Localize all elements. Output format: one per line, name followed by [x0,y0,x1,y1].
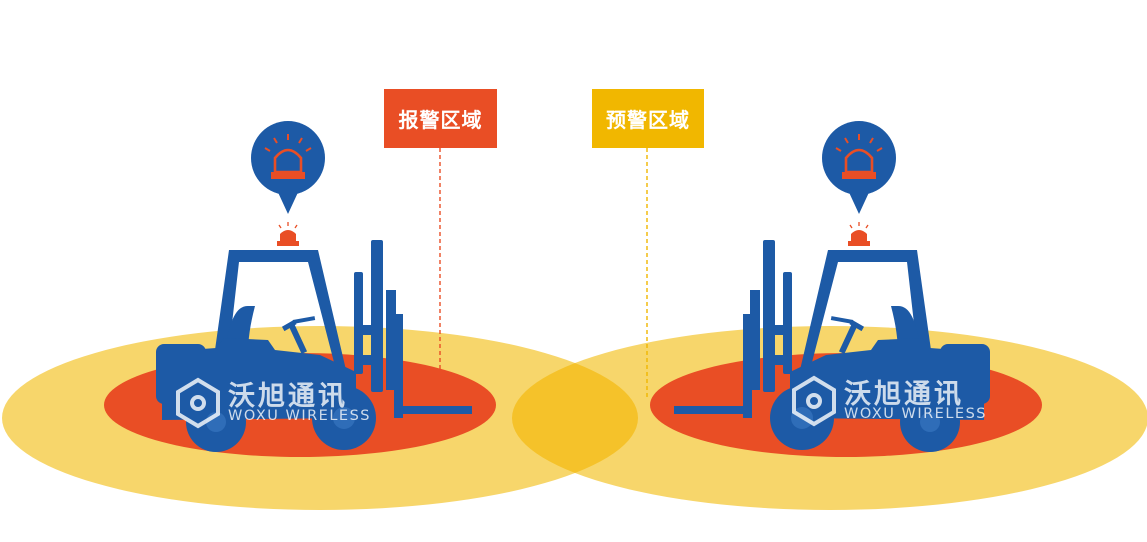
left-warning-light-pin-icon [251,121,325,214]
left-woxu-logo-icon [176,377,220,429]
alarm-zone-label: 报警区域 [384,89,497,148]
right-forklift [674,240,990,452]
right-warning-light-pin-icon [822,121,896,214]
right-woxu-logo-icon [792,375,836,427]
right-roof-warning-light-icon [848,222,870,246]
left-roof-warning-light-icon [277,222,299,246]
warning-zone-label: 预警区域 [592,89,704,148]
